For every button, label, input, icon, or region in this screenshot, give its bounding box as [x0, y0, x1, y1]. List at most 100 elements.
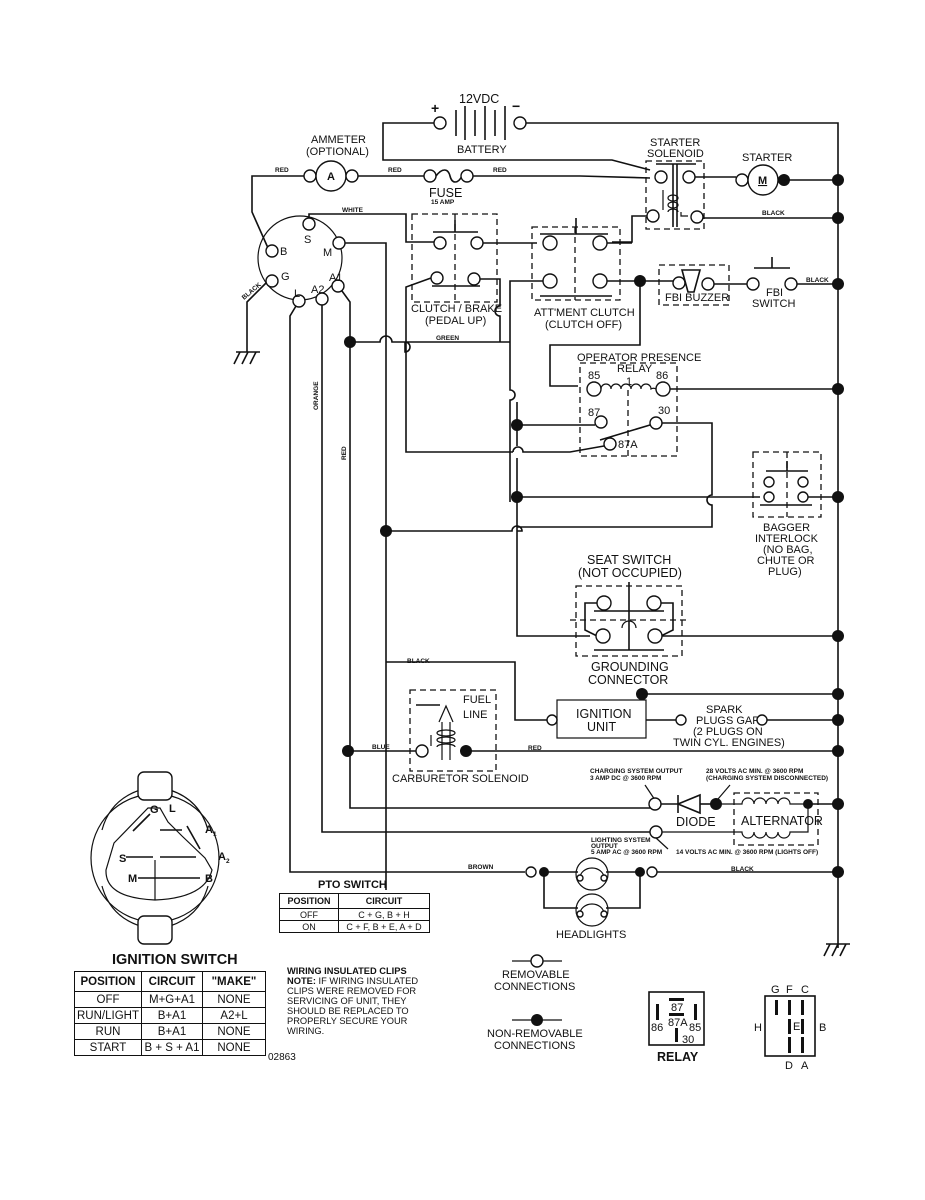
battery-voltage: 12VDC	[459, 92, 499, 106]
fuse: FUSE 15 AMP	[423, 169, 474, 206]
svg-text:ALTERNATOR: ALTERNATOR	[741, 814, 823, 828]
wire-battery-positive	[382, 122, 651, 171]
note-heading: WIRING INSULATED CLIPS	[287, 966, 407, 976]
svg-text:A: A	[801, 1060, 809, 1072]
battery: 12VDC + − BATTERY	[431, 92, 527, 156]
fbi-switch: FBI SWITCH	[746, 257, 798, 310]
svg-text:3 AMP DC @ 3600 RPM: 3 AMP DC @ 3600 RPM	[590, 775, 661, 782]
legend-non-removable: NON-REMOVABLE CONNECTIONS	[487, 1014, 583, 1052]
svg-text:CONNECTOR: CONNECTOR	[588, 673, 668, 687]
svg-text:B: B	[819, 1022, 826, 1034]
table-header-row: POSITION CIRCUIT "MAKE"	[74, 971, 266, 992]
svg-text:H: H	[754, 1022, 762, 1034]
svg-text:SPARK: SPARK	[706, 704, 743, 716]
fuse-symbol	[435, 169, 463, 183]
svg-text:HEADLIGHTS: HEADLIGHTS	[556, 929, 626, 941]
document-number: 02863	[268, 1052, 296, 1063]
svg-text:85: 85	[689, 1022, 701, 1034]
svg-text:A: A	[218, 851, 226, 863]
svg-text:30: 30	[658, 405, 670, 417]
starter-solenoid: STARTER SOLENOID	[645, 137, 705, 230]
note-body: NOTE: IF WIRING INSULATED CLIPS WERE REM…	[287, 976, 419, 1036]
svg-text:L: L	[169, 803, 176, 815]
pto-switch-title: PTO SWITCH	[318, 879, 387, 891]
diode: DIODE	[661, 793, 716, 829]
relay-coil-icon	[600, 383, 657, 391]
svg-text:C: C	[801, 984, 809, 996]
ammeter-label: AMMETER	[311, 134, 366, 146]
svg-text:B: B	[280, 246, 287, 258]
svg-text:30: 30	[682, 1034, 694, 1046]
table-row: RUN/LIGHT B+A1 A2+L	[74, 1007, 266, 1024]
wiring-clips-note: WIRING INSULATED CLIPS NOTE: IF WIRING I…	[287, 966, 447, 1036]
svg-text:S: S	[119, 853, 126, 865]
svg-text:87A: 87A	[668, 1017, 688, 1029]
svg-text:CHUTE OR: CHUTE OR	[757, 555, 815, 567]
svg-text:SEAT SWITCH: SEAT SWITCH	[587, 553, 671, 567]
svg-text:BLACK: BLACK	[806, 277, 829, 284]
svg-text:CONNECTIONS: CONNECTIONS	[494, 981, 575, 993]
svg-text:FUEL: FUEL	[463, 694, 491, 706]
starter-motor: STARTER M	[735, 152, 792, 196]
svg-text:14 VOLTS AC MIN. @ 3600 RPM (L: 14 VOLTS AC MIN. @ 3600 RPM (LIGHTS OFF)	[676, 849, 818, 856]
solenoid-coil-icon	[662, 190, 688, 217]
battery-negative-sign: −	[512, 98, 520, 114]
fuel-arrow-icon	[438, 704, 454, 760]
table-row: OFF C + G, B + H	[279, 908, 430, 921]
svg-text:S: S	[304, 234, 311, 246]
svg-text:G: G	[150, 804, 159, 816]
svg-text:LIGHTING SYSTEM: LIGHTING SYSTEM	[591, 837, 651, 844]
svg-text:RELAY: RELAY	[657, 1050, 699, 1064]
svg-text:STARTER: STARTER	[650, 137, 700, 149]
ignition-switch-table: POSITION CIRCUIT "MAKE" OFF M+G+A1 NONE …	[74, 971, 266, 1056]
table-row: OFF M+G+A1 NONE	[74, 991, 266, 1008]
svg-text:SWITCH: SWITCH	[752, 298, 795, 310]
pto-switch-pinout: G F C H E B D A	[754, 984, 826, 1072]
ground-symbol-left	[233, 351, 260, 365]
svg-text:A: A	[327, 171, 335, 183]
svg-text:REMOVABLE: REMOVABLE	[502, 969, 570, 981]
alternator: ALTERNATOR	[661, 792, 823, 846]
battery-label: BATTERY	[457, 144, 507, 156]
svg-text:M: M	[128, 873, 137, 885]
svg-text:G: G	[281, 271, 290, 283]
pto-switch-table: POSITION CIRCUIT OFF C + G, B + H ON C +…	[279, 893, 430, 933]
svg-text:(CLUTCH OFF): (CLUTCH OFF)	[545, 319, 622, 331]
diode-icon	[675, 793, 701, 815]
svg-text:BLACK: BLACK	[762, 210, 785, 217]
table-row: START B + S + A1 NONE	[74, 1039, 266, 1056]
svg-text:RED: RED	[275, 167, 289, 174]
svg-text:(NOT OCCUPIED): (NOT OCCUPIED)	[578, 566, 682, 580]
svg-text:(CHARGING SYSTEM DISCONNECTED): (CHARGING SYSTEM DISCONNECTED)	[706, 775, 828, 782]
svg-text:INTERLOCK: INTERLOCK	[755, 533, 819, 545]
svg-text:86: 86	[656, 370, 668, 382]
headlight-icon	[575, 857, 609, 891]
legend-removable: REMOVABLE CONNECTIONS	[494, 954, 575, 993]
svg-text:CHARGING SYSTEM OUTPUT: CHARGING SYSTEM OUTPUT	[590, 768, 682, 775]
operator-presence-relay: OPERATOR PRESENCE RELAY 85 86 1 87 30 87…	[577, 352, 701, 457]
ignition-unit: IGNITION UNIT	[546, 688, 648, 739]
svg-text:BROWN: BROWN	[468, 864, 494, 871]
table-header-row: POSITION CIRCUIT	[279, 893, 430, 909]
svg-text:RELAY: RELAY	[617, 363, 653, 375]
ignition-switch-title: IGNITION SWITCH	[112, 952, 238, 968]
svg-text:87A: 87A	[618, 439, 638, 451]
svg-text:87: 87	[671, 1002, 683, 1014]
svg-text:(PEDAL UP): (PEDAL UP)	[425, 315, 486, 327]
ignition-switch-schematic: B S M G A1 L A2	[257, 215, 346, 308]
svg-text:(2 PLUGS ON: (2 PLUGS ON	[693, 726, 763, 738]
svg-text:28 VOLTS AC MIN. @ 3600 RPM: 28 VOLTS AC MIN. @ 3600 RPM	[706, 768, 803, 775]
svg-text:E: E	[793, 1021, 800, 1033]
svg-text:FBI: FBI	[766, 287, 783, 299]
svg-text:STARTER: STARTER	[742, 152, 792, 164]
svg-text:87: 87	[588, 407, 600, 419]
svg-text:UNIT: UNIT	[587, 720, 617, 734]
svg-text:B: B	[205, 873, 213, 885]
ammeter: AMMETER (OPTIONAL) A	[303, 134, 369, 192]
svg-text:A1: A1	[329, 272, 342, 284]
attachment-clutch-switch: ATT'MENT CLUTCH (CLUTCH OFF)	[531, 218, 635, 331]
svg-text:BLACK: BLACK	[731, 866, 754, 873]
svg-text:RED: RED	[341, 446, 348, 460]
fuse-rating: 15 AMP	[431, 199, 455, 206]
battery-positive-terminal	[433, 116, 447, 130]
